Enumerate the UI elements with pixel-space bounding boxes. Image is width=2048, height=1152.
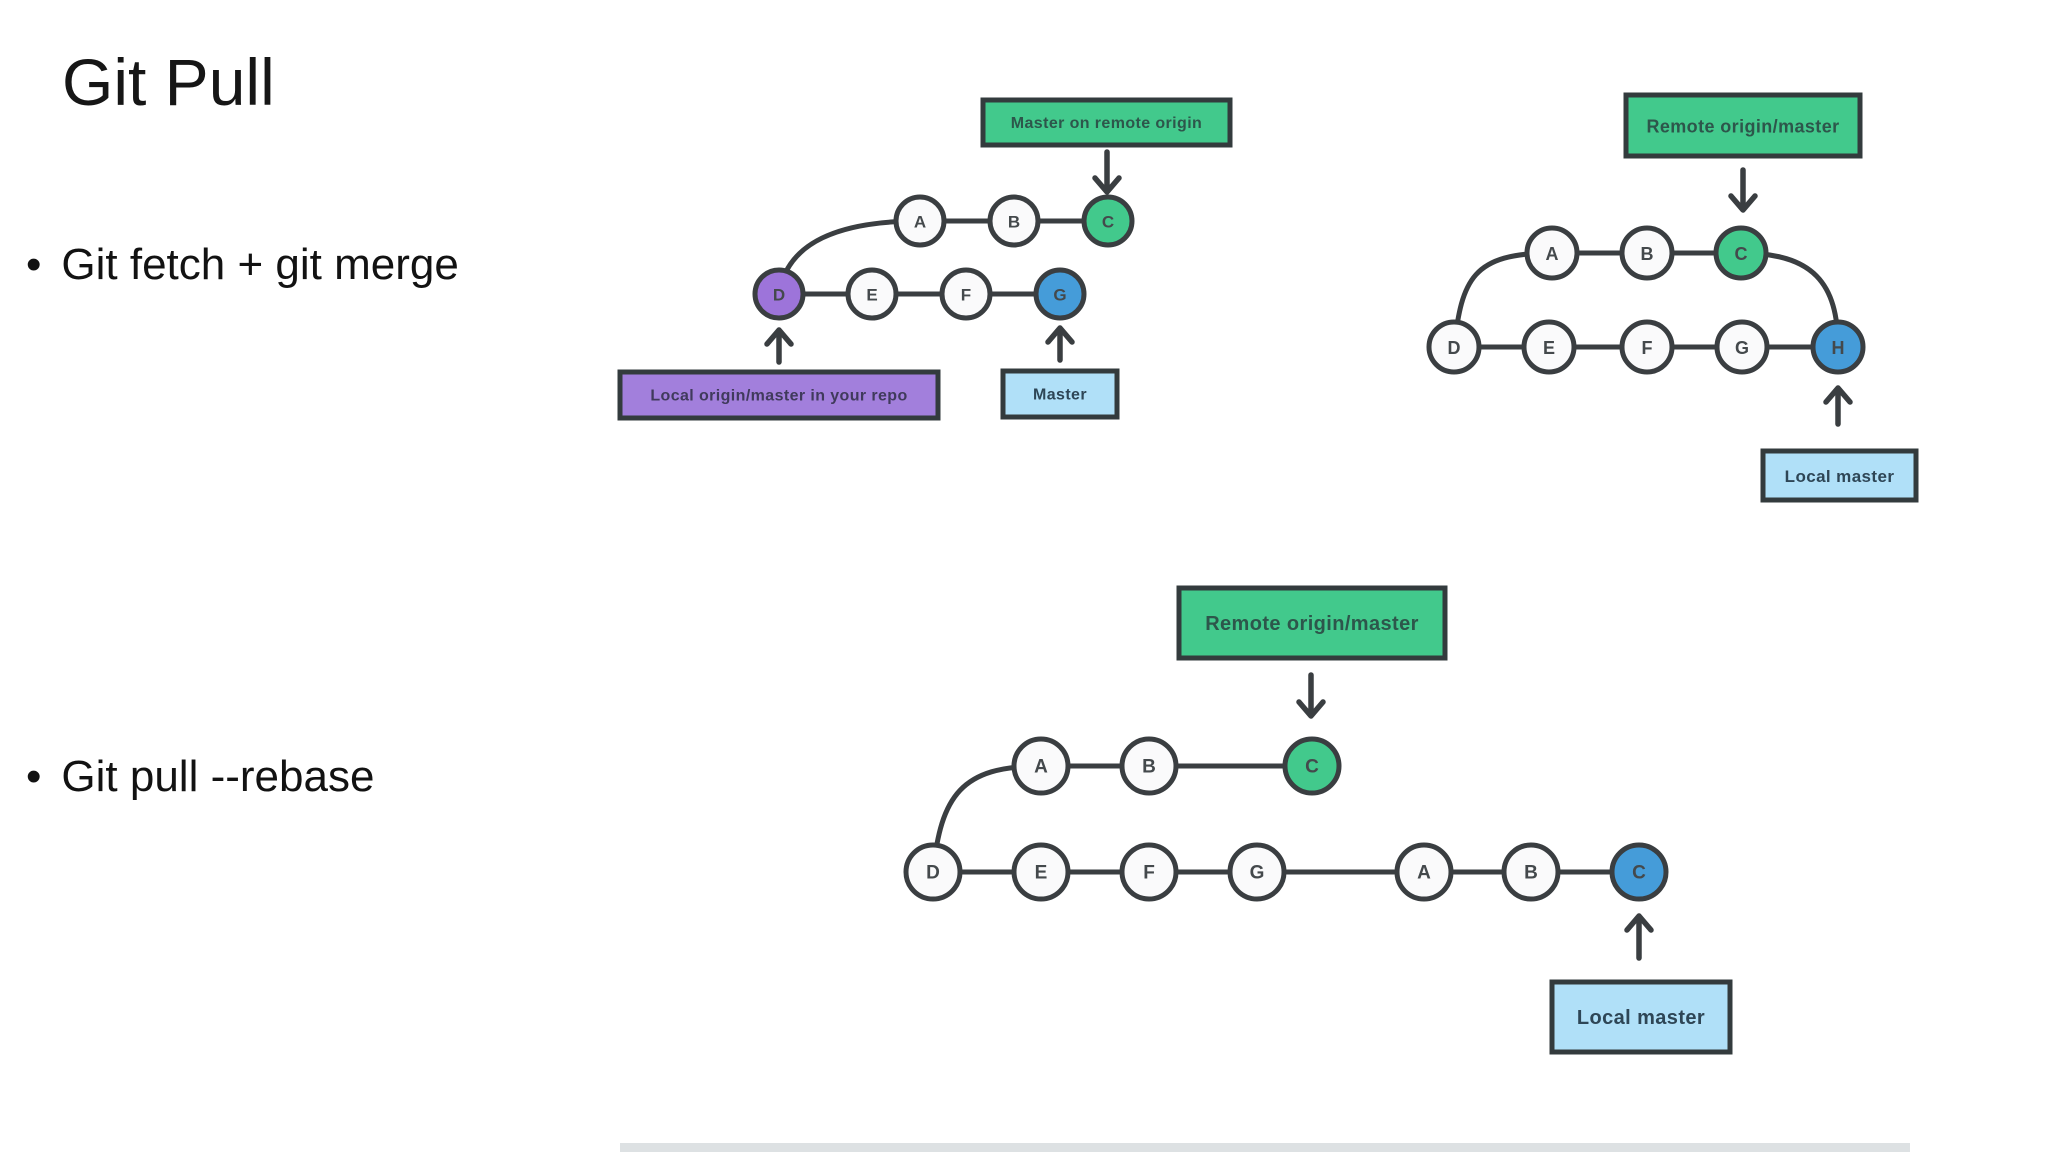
tag-local-master-label: Local master <box>1785 467 1895 486</box>
commit-node-letter: B <box>1524 863 1538 884</box>
commit-node-b <box>987 194 1041 248</box>
tag-remote-origin-master-label: Remote origin/master <box>1646 117 1839 137</box>
page-title: Git Pull <box>62 45 275 119</box>
commit-node-letter: C <box>1305 757 1319 778</box>
commit-node-letter: A <box>914 213 926 232</box>
commit-node-letter: G <box>1735 338 1749 358</box>
commit-node-b <box>1619 225 1675 281</box>
tag-local-master-label: Local master <box>1577 1007 1705 1029</box>
commit-node-letter: F <box>1642 338 1653 358</box>
arrow-up-icon <box>1045 325 1075 363</box>
commit-node-letter: B <box>1008 213 1020 232</box>
commit-node-h <box>1810 319 1866 375</box>
tag-master-on-remote-origin-label: Master on remote origin <box>1011 115 1202 132</box>
arrow-up-icon <box>1823 385 1853 427</box>
commit-node-f <box>939 267 993 321</box>
tag-local-master <box>1760 448 1919 503</box>
commit-node-b <box>1501 842 1561 902</box>
commit-node-d <box>1426 319 1482 375</box>
commit-node-a <box>1394 842 1454 902</box>
commit-node-a <box>893 194 947 248</box>
commit-node-c <box>1713 225 1769 281</box>
commit-node-letter: D <box>1448 338 1461 358</box>
commit-node-e <box>1011 842 1071 902</box>
bullet-item-pull-rebase: • Git pull --rebase <box>26 752 374 802</box>
commit-node-letter: F <box>1143 863 1155 884</box>
commit-node-letter: E <box>866 286 877 305</box>
bullet-label: Git pull --rebase <box>61 752 375 801</box>
commit-node-e <box>1521 319 1577 375</box>
commit-node-letter: D <box>773 286 785 305</box>
commit-node-letter: H <box>1832 338 1845 358</box>
commit-node-e <box>845 267 899 321</box>
commit-node-g <box>1033 267 1087 321</box>
bullet-dot: • <box>26 752 42 801</box>
arrow-up-icon <box>764 327 794 365</box>
commit-node-g <box>1714 319 1770 375</box>
commit-node-letter: C <box>1632 863 1646 884</box>
commit-node-a <box>1011 736 1071 796</box>
tag-local-origin-master-label: Local origin/master in your repo <box>650 388 907 405</box>
tag-local-origin-master <box>617 369 941 421</box>
arrow-down-icon <box>1728 167 1758 213</box>
tag-remote-origin-master <box>1176 585 1448 661</box>
bullet-label: Git fetch + git merge <box>61 240 459 289</box>
commit-node-d <box>903 842 963 902</box>
arrow-down-icon <box>1092 149 1122 195</box>
commit-node-c <box>1081 194 1135 248</box>
bullet-item-fetch-merge: • Git fetch + git merge <box>26 240 459 290</box>
commit-node-letter: D <box>926 863 940 884</box>
tag-local-master <box>1549 979 1733 1055</box>
commit-node-letter: A <box>1034 757 1048 778</box>
commit-node-letter: A <box>1417 863 1431 884</box>
commit-node-g <box>1227 842 1287 902</box>
tag-remote-origin-master-label: Remote origin/master <box>1205 613 1419 635</box>
commit-node-d <box>752 267 806 321</box>
arrow-down-icon <box>1296 672 1326 719</box>
image-edge-strip <box>620 1143 1910 1152</box>
commit-node-letter: A <box>1546 244 1559 264</box>
commit-node-letter: B <box>1142 757 1156 778</box>
commit-node-letter: E <box>1543 338 1555 358</box>
commit-node-letter: C <box>1102 213 1114 232</box>
commit-node-letter: G <box>1250 863 1265 884</box>
commit-node-letter: C <box>1735 244 1748 264</box>
commit-node-c <box>1609 842 1669 902</box>
tag-remote-origin-master <box>1623 92 1863 159</box>
commit-node-letter: F <box>961 286 971 305</box>
tag-master <box>1000 368 1120 420</box>
commit-node-c <box>1282 736 1342 796</box>
commit-node-a <box>1524 225 1580 281</box>
commit-node-f <box>1119 842 1179 902</box>
commit-node-letter: B <box>1641 244 1654 264</box>
commit-node-letter: G <box>1053 286 1066 305</box>
arrow-up-icon <box>1624 913 1654 961</box>
commit-node-f <box>1619 319 1675 375</box>
bullet-dot: • <box>26 240 42 289</box>
tag-master-on-remote-origin <box>980 97 1233 148</box>
tag-master-label: Master <box>1033 387 1087 404</box>
commit-node-b <box>1119 736 1179 796</box>
commit-node-letter: E <box>1035 863 1048 884</box>
